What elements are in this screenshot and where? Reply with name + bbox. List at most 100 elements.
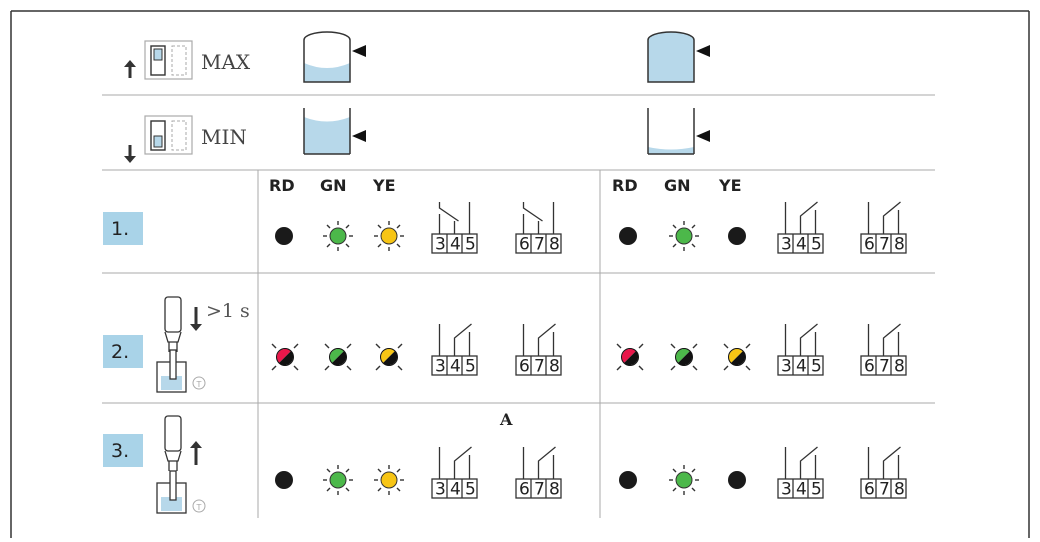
test-button-icon [192, 376, 206, 390]
terminal-number: 3 [781, 480, 792, 500]
terminal-number: 3 [435, 480, 446, 500]
led-yellow-blink [375, 343, 403, 371]
led-header-gn: GN [320, 176, 347, 195]
terminal-number: 5 [465, 235, 476, 255]
terminal-number: 3 [435, 235, 446, 255]
led-green-lit [668, 464, 700, 496]
terminal-number: 6 [519, 480, 530, 500]
terminal-number: 5 [811, 480, 822, 500]
sensor-arrow-icon [352, 45, 366, 57]
terminal-number: 6 [864, 357, 875, 377]
terminal-number: 3 [435, 357, 446, 377]
terminal-number: 7 [879, 235, 890, 255]
terminal-number: 6 [864, 480, 875, 500]
terminal-number: 7 [879, 357, 890, 377]
terminal-number: 3 [781, 235, 792, 255]
led-red-off [619, 471, 637, 489]
step-2-badge [103, 335, 143, 368]
terminal-number: 7 [534, 235, 545, 255]
led-yellow-blink [723, 343, 751, 371]
led-red-off [275, 471, 293, 489]
led-green-lit [322, 464, 354, 496]
led-yellow-lit [373, 220, 405, 252]
terminal-number: 7 [879, 480, 890, 500]
terminal-number: 5 [465, 357, 476, 377]
led-green-lit [322, 220, 354, 252]
step-3-label: 3. [111, 440, 129, 462]
tank-icon [647, 108, 710, 155]
terminal-number: 8 [549, 480, 560, 500]
min-label: MIN [201, 125, 247, 149]
test-button-icon [192, 499, 206, 513]
arrow-up-icon [124, 60, 136, 78]
led-header-rd: RD [612, 176, 638, 195]
led-yellow-off [728, 471, 746, 489]
terminal-number: 7 [534, 480, 545, 500]
test-button-symbol: T [196, 503, 202, 512]
led-header-gn: GN [664, 176, 691, 195]
led-red-blink [271, 343, 299, 371]
tank-icon [647, 31, 710, 83]
time-label: >1 s [206, 300, 250, 322]
terminal-number: 4 [796, 480, 807, 500]
step-1-label: 1. [111, 218, 129, 240]
sensor-arrow-icon [352, 130, 366, 142]
step-2-label: 2. [111, 341, 129, 363]
led-red-blink [616, 343, 644, 371]
terminal-number: 8 [894, 357, 905, 377]
led-header-ye: YE [372, 176, 396, 195]
terminal-number: 6 [519, 357, 530, 377]
terminal-number: 6 [519, 235, 530, 255]
dip-switch-icon [144, 40, 193, 80]
led-header-ye: YE [718, 176, 742, 195]
arrow-up-icon [190, 441, 202, 465]
arrow-down-icon [190, 307, 202, 331]
led-header-rd: RD [269, 176, 295, 195]
annotation-a: A [499, 410, 513, 429]
terminal-number: 4 [796, 357, 807, 377]
max-mode-indicator: MAX [124, 40, 251, 80]
terminal-number: 4 [450, 357, 461, 377]
test-magnet-icon [156, 296, 187, 393]
terminal-number: 8 [549, 357, 560, 377]
terminal-number: 8 [894, 480, 905, 500]
terminal-number: 7 [534, 357, 545, 377]
led-green-blink [670, 343, 698, 371]
tank-icon [303, 108, 366, 155]
max-label: MAX [201, 50, 251, 74]
terminal-number: 8 [894, 235, 905, 255]
terminal-number: 3 [781, 357, 792, 377]
terminal-number: 4 [450, 480, 461, 500]
led-red-off [275, 227, 293, 245]
arrow-down-icon [124, 145, 136, 163]
terminal-number: 5 [811, 357, 822, 377]
led-green-blink [324, 343, 352, 371]
terminal-number: 5 [465, 480, 476, 500]
led-yellow-off [728, 227, 746, 245]
led-green-lit [668, 220, 700, 252]
led-red-off [619, 227, 637, 245]
terminal-number: 4 [450, 235, 461, 255]
led-yellow-lit [373, 464, 405, 496]
dip-switch-icon [144, 115, 193, 155]
terminal-number: 4 [796, 235, 807, 255]
step-3-badge [103, 434, 143, 467]
terminal-number: 8 [549, 235, 560, 255]
step-1-badge [103, 212, 143, 245]
sensor-arrow-icon [696, 45, 710, 57]
test-button-symbol: T [196, 380, 202, 389]
terminal-number: 6 [864, 235, 875, 255]
